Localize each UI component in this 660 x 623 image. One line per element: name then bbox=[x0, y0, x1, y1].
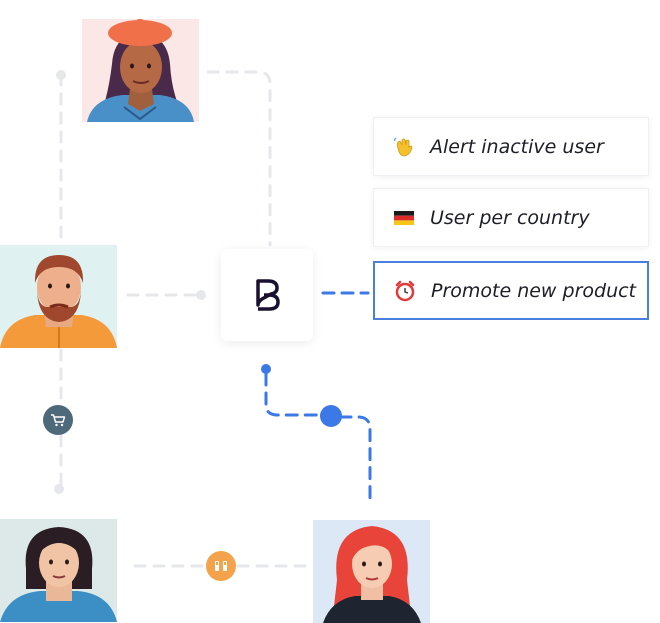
germany-flag-icon bbox=[392, 206, 416, 230]
avatar-woman-bob bbox=[0, 519, 117, 622]
connector-dot bbox=[56, 70, 66, 80]
action-card-user-per-country[interactable]: User per country bbox=[373, 188, 649, 247]
connector-hub-bottom bbox=[264, 372, 324, 417]
brand-logo-icon bbox=[256, 279, 280, 311]
waving-hand-icon bbox=[392, 135, 416, 159]
avatar-woman-beret bbox=[82, 19, 199, 122]
action-label: User per country bbox=[430, 206, 590, 229]
connector-node-blue bbox=[320, 405, 342, 427]
shopping-cart-icon bbox=[51, 414, 66, 427]
action-label: Alert inactive user bbox=[430, 135, 604, 158]
action-card-promote-new-product[interactable]: Promote new product bbox=[373, 261, 649, 320]
hub-node[interactable] bbox=[221, 249, 313, 341]
cart-badge bbox=[43, 405, 73, 435]
action-card-alert-inactive-user[interactable]: Alert inactive user bbox=[373, 117, 649, 176]
gift-ribbon-icon bbox=[215, 561, 227, 571]
gift-badge bbox=[206, 551, 236, 581]
avatar-woman-red-hair bbox=[313, 520, 430, 623]
connector-top-right bbox=[206, 70, 272, 247]
alarm-clock-icon bbox=[393, 279, 417, 303]
connector-dot bbox=[54, 484, 64, 494]
connector-bottom-right bbox=[338, 415, 372, 502]
connector-dot-blue bbox=[261, 364, 271, 374]
action-label: Promote new product bbox=[431, 279, 637, 302]
connector-dot bbox=[196, 290, 206, 300]
avatar-bearded-man bbox=[0, 245, 117, 348]
